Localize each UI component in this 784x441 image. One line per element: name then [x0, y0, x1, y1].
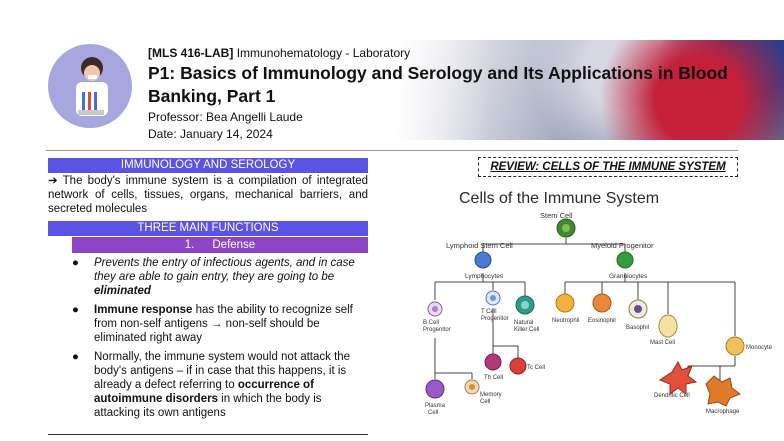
label-eosinophil: Eosinophil: [588, 318, 616, 324]
label-plasma-1: Plasma: [425, 403, 446, 409]
label-plasma-2: Cell: [428, 410, 438, 416]
bullet-dot: ●: [72, 304, 79, 316]
monocyte-icon: [725, 336, 745, 356]
subheading-defense: 1. Defense: [72, 237, 368, 253]
label-memory-1: Memory: [480, 392, 502, 398]
label-nk-2: Killer Cell: [514, 327, 539, 333]
label-b-prog-2: Progenitor: [423, 327, 451, 333]
bullet-emphasis: eliminated: [94, 285, 151, 297]
section-heading-functions: THREE MAIN FUNCTIONS: [48, 221, 368, 236]
date: Date: January 14, 2024: [148, 127, 273, 141]
subheading-number: 1.: [184, 239, 195, 251]
myeloid-cell-icon: [616, 251, 634, 269]
label-stem-cell: Stem Cell: [540, 211, 573, 220]
eosinophil-icon: [592, 293, 612, 313]
label-b-prog-1: B Cell: [423, 320, 439, 326]
bullet-item: ● Immune response has the ability to rec…: [72, 303, 368, 345]
bullet-item: ● Normally, the immune system would not …: [72, 350, 368, 420]
course-name: Immunohematology - Laboratory: [236, 46, 411, 60]
label-tc: Tc Cell: [527, 365, 545, 371]
diagram-title: Cells of the Immune System: [459, 190, 659, 207]
label-th: Th Cell: [484, 375, 503, 381]
professor: Professor: Bea Angelli Laude: [148, 110, 303, 124]
tc-cell-icon: [509, 357, 527, 375]
course-line: [MLS 416-LAB] Immunohematology - Laborat…: [148, 46, 410, 60]
header-banner-image: [395, 40, 784, 140]
bullet-emphasis: Immune response: [94, 304, 193, 316]
bullet-text: Prevents the entry of infectious agents,…: [94, 257, 355, 283]
course-code: [MLS 416-LAB]: [148, 46, 234, 60]
column-bottom-rule: [48, 434, 368, 435]
label-macrophage: Macrophage: [706, 409, 740, 415]
bullet-text: in which the body is attacking its own a…: [94, 393, 322, 419]
lymphoid-cell-icon: [474, 251, 492, 269]
bullet-dot: ●: [72, 257, 79, 269]
subheading-label: Defense: [212, 239, 256, 251]
mast-cell-icon: [658, 314, 678, 338]
immune-cells-diagram: Cells of the Immune System: [423, 190, 773, 416]
th-cell-icon: [484, 353, 502, 371]
neutrophil-icon: [555, 293, 575, 313]
header-divider: [46, 150, 738, 151]
bullet-item: ● Prevents the entry of infectious agent…: [72, 256, 368, 298]
label-mast: Mast Cell: [650, 340, 675, 346]
review-label: REVIEW: CELLS OF THE IMMUNE SYSTEM: [490, 161, 726, 173]
intro-text: ➔ The body's immune system is a compilat…: [48, 175, 368, 215]
label-lymphoid: Lymphoid Stem Cell: [446, 241, 513, 250]
label-memory-2: Cell: [480, 399, 490, 405]
section-heading-immunology: IMMUNOLOGY AND SEROLOGY: [48, 158, 368, 173]
label-t-prog-2: Progenitor: [481, 316, 509, 322]
label-basophil: Basophil: [626, 325, 649, 331]
label-granulocytes: Granulocytes: [609, 273, 648, 280]
dendritic-cell-icon: [658, 360, 698, 395]
diagram-connectors: [434, 238, 736, 384]
plasma-cell-icon: [425, 379, 445, 399]
review-box: REVIEW: CELLS OF THE IMMUNE SYSTEM: [478, 157, 738, 177]
label-dendritic: Dendritic Cell: [654, 393, 690, 399]
label-lymphocytes: Lymphocytes: [465, 273, 504, 280]
label-t-prog-1: T Cell: [481, 309, 497, 315]
bullet-emphasis: occurrence of autoimmune disorders: [94, 379, 314, 405]
bullet-text: Normally, the immune system would not at…: [94, 351, 351, 391]
label-myeloid: Myeloid Progenitor: [591, 241, 654, 250]
bullet-text: has the ability to recognize self from n…: [94, 304, 353, 344]
macrophage-icon: [705, 375, 742, 407]
label-neutrophil: Neutrophil: [552, 318, 579, 324]
label-nk-1: Natural: [514, 320, 533, 326]
bullet-dot: ●: [72, 351, 79, 363]
lab-illustration: [48, 44, 132, 128]
label-monocyte: Monocyte: [746, 345, 773, 351]
page-title: P1: Basics of Immunology and Serology an…: [148, 63, 728, 106]
